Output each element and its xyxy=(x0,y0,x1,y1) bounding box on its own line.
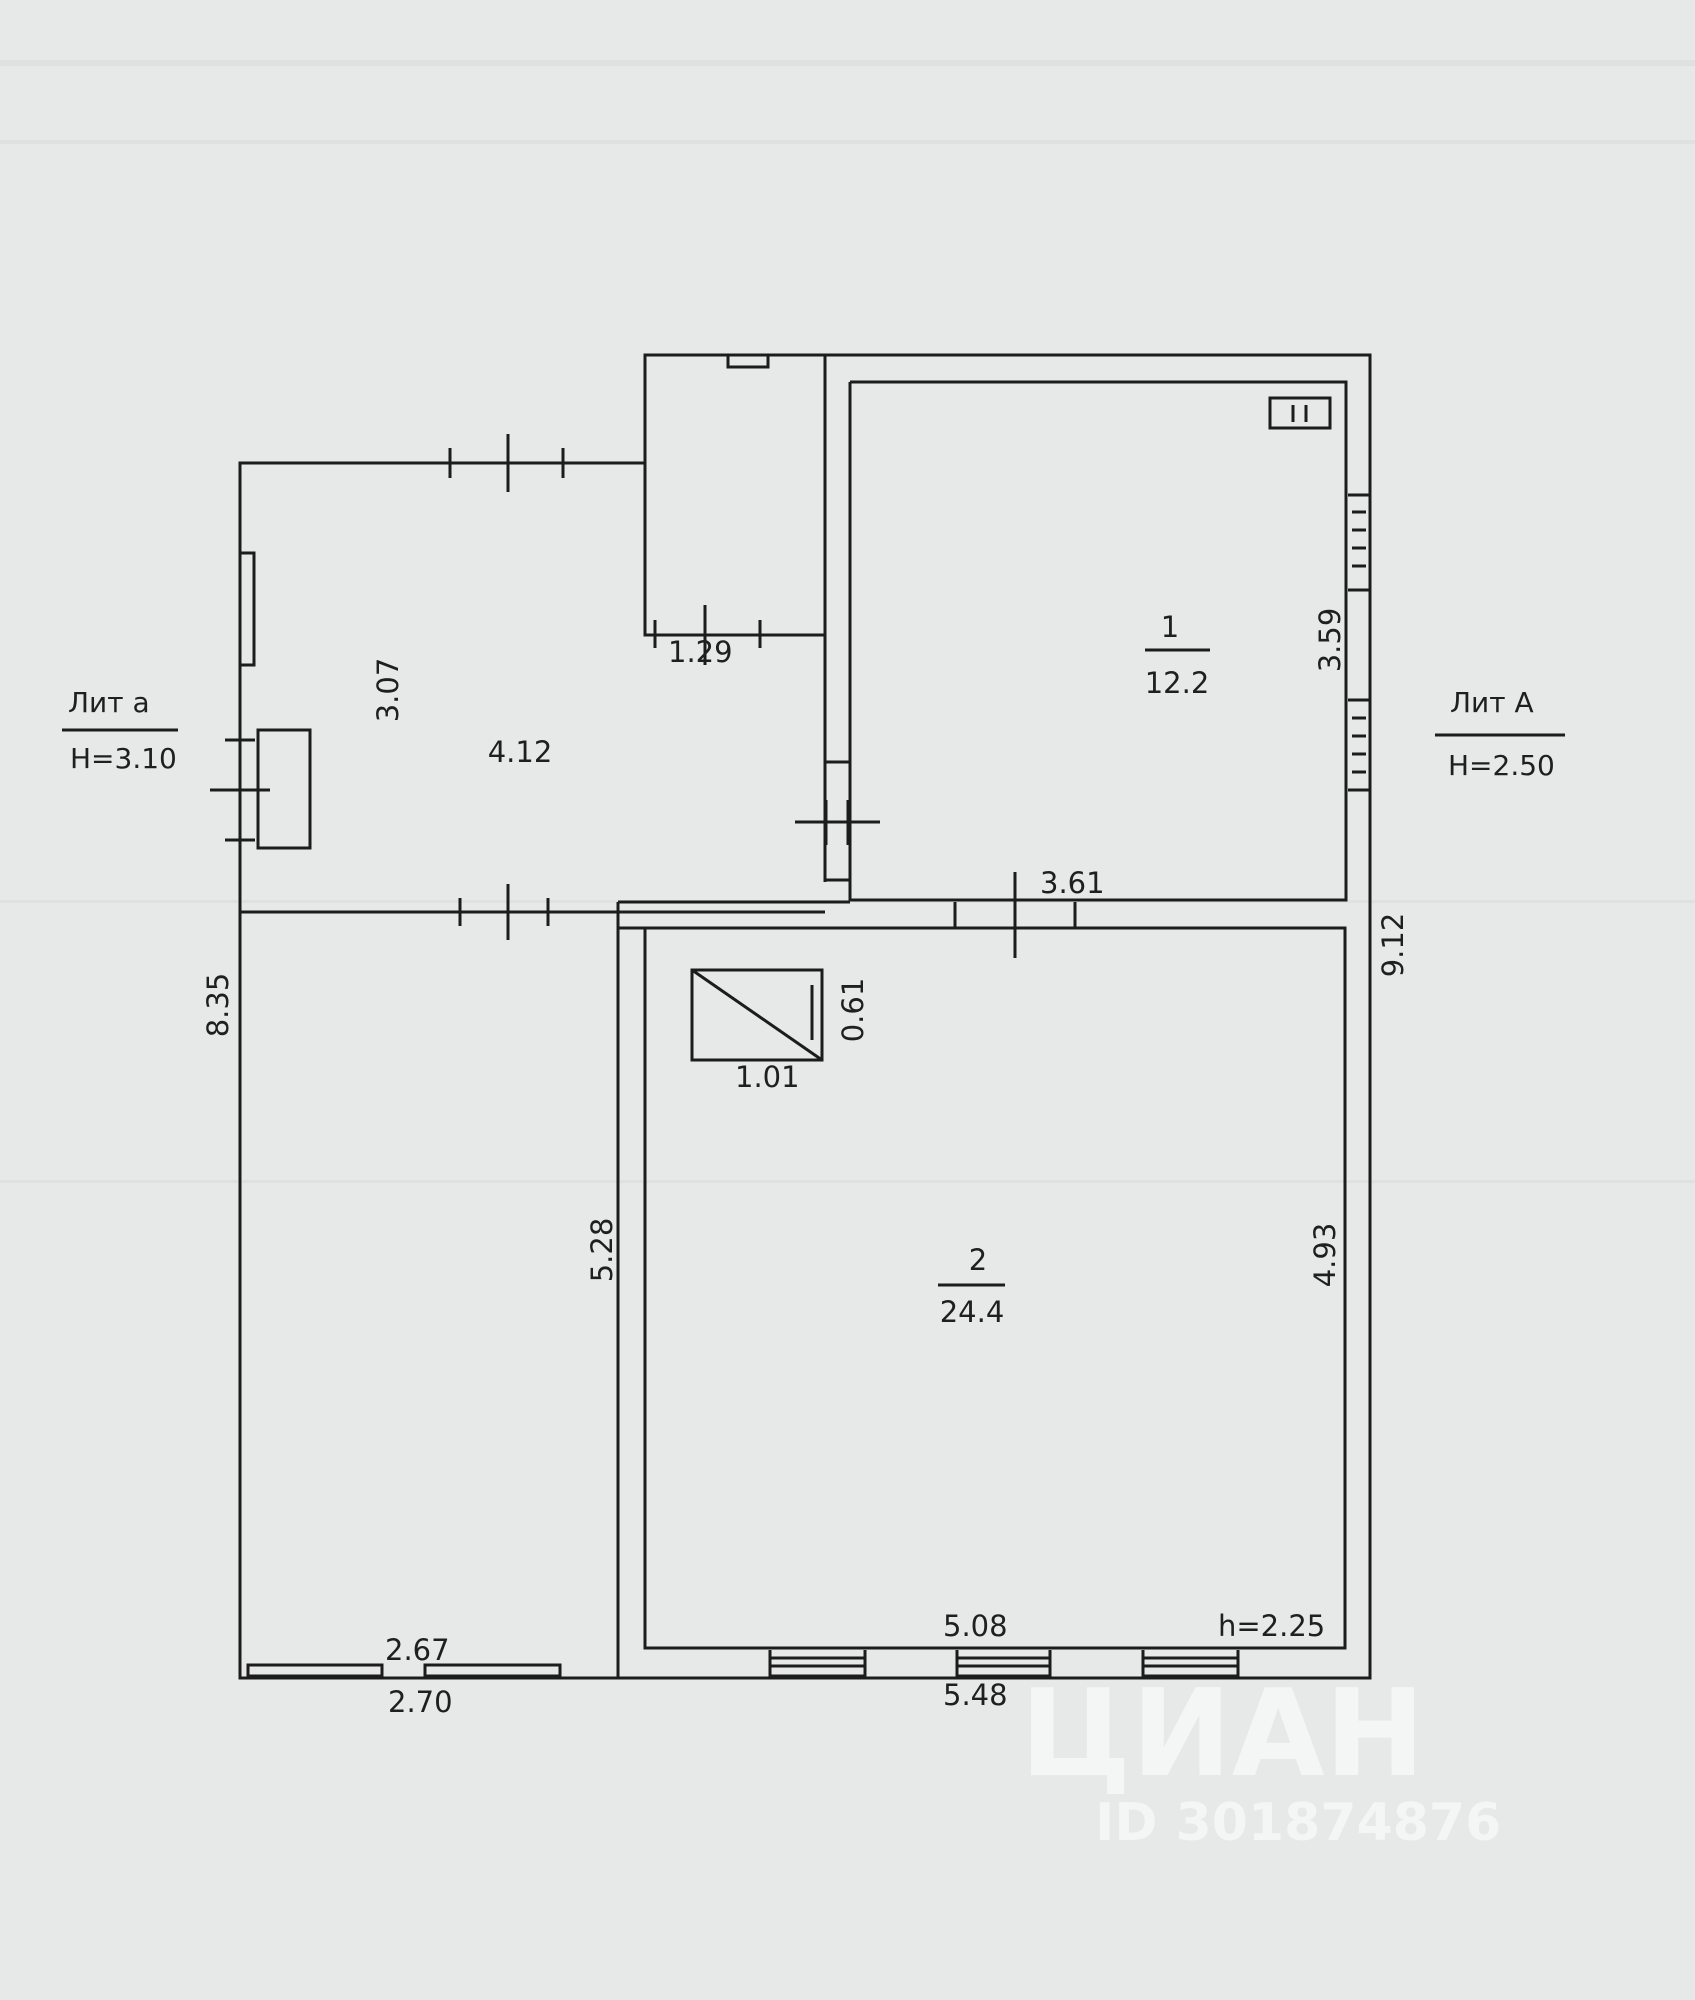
dim-bottom-left-inner: 2.67 xyxy=(385,1633,450,1667)
dim-outer-left: 8.35 xyxy=(201,973,235,1038)
room-2-top xyxy=(618,900,850,930)
lit-left-name: Лит а xyxy=(68,686,150,719)
window-bottom-2 xyxy=(955,1650,1052,1678)
lit-left-height: Н=3.10 xyxy=(70,742,177,775)
room-2-number: 2 xyxy=(969,1243,987,1277)
door-hall-room1-mark xyxy=(795,800,880,845)
watermark-id: ID 301874876 xyxy=(1095,1793,1501,1853)
dim-outer-right: 9.12 xyxy=(1376,913,1410,978)
left-wall-ticks xyxy=(210,738,270,842)
hall-wall-panel xyxy=(238,551,256,667)
closet-ticks xyxy=(653,605,762,665)
window-bottom-1 xyxy=(768,1650,867,1678)
room-2-area: 24.4 xyxy=(940,1295,1005,1329)
dim-bottom-left-outer: 2.70 xyxy=(388,1685,453,1719)
dim-hall-width: 3.07 xyxy=(371,658,405,723)
meter-box xyxy=(1268,396,1332,430)
dim-bottom-right-outer: 5.48 xyxy=(943,1678,1008,1712)
hall-top-ticks xyxy=(448,434,565,492)
window-bottom-3 xyxy=(1141,1650,1240,1678)
door-room1-room2 xyxy=(953,902,1077,928)
window-right-2 xyxy=(1348,698,1372,792)
dim-closet-width: 1.29 xyxy=(668,635,733,669)
dim-stove-w: 1.01 xyxy=(735,1060,800,1094)
lit-right-height: Н=2.50 xyxy=(1448,749,1555,782)
dim-room2-height: 4.93 xyxy=(1308,1223,1342,1288)
room-1-number: 1 xyxy=(1161,610,1179,644)
dim-ceiling: h=2.25 xyxy=(1218,1609,1325,1643)
dim-room1-width: 3.61 xyxy=(1040,866,1105,900)
door-bottom-left-2 xyxy=(423,1663,562,1678)
door-bottom-left-1 xyxy=(246,1663,384,1678)
stove-diagonal xyxy=(691,968,823,1062)
watermark-logo: ЦИАН xyxy=(1020,1665,1425,1804)
dim-room2-inner-width: 5.08 xyxy=(943,1609,1008,1643)
room-1-area: 12.2 xyxy=(1145,666,1210,700)
stove xyxy=(690,968,824,1062)
room-2-walls xyxy=(643,926,1347,1650)
inner-wall-main xyxy=(823,355,1348,902)
window-right-1 xyxy=(1348,493,1372,592)
hall-lower-ticks xyxy=(458,884,550,940)
right-wall-gap xyxy=(1348,588,1370,702)
meter-arrows xyxy=(1291,405,1308,422)
dim-room1-height: 3.59 xyxy=(1313,608,1347,673)
closet-walls xyxy=(643,353,827,637)
closet-vent xyxy=(726,353,770,369)
outer-wall xyxy=(238,353,1372,1680)
dim-left-mid: 5.28 xyxy=(585,1218,619,1283)
lit-right-name: Лит А xyxy=(1450,686,1534,719)
dim-stove-h: 0.61 xyxy=(836,978,870,1043)
dim-hall-length: 4.12 xyxy=(488,735,553,769)
